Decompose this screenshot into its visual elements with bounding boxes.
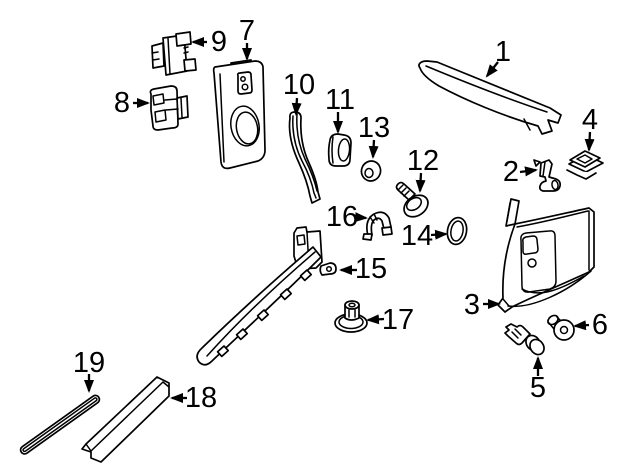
callout-arrow [519,166,538,177]
part-18-sill-scuff-plate [81,376,170,463]
callout-arrow [366,314,385,325]
callout-number[interactable]: 18 [185,382,217,414]
callout-number[interactable]: 15 [355,253,387,285]
callout-arrow [353,212,368,223]
callout-16-spring-clip[interactable]: 16 [326,201,368,233]
callout-13-spacer-ring[interactable]: 13 [358,112,390,159]
callout-6-rivet-clip[interactable]: 6 [573,309,608,341]
callout-number[interactable]: 7 [239,15,255,47]
callout-17-grommet-nut[interactable]: 17 [366,304,414,336]
callout-14-oval-seal[interactable]: 14 [401,220,448,252]
callout-11-grommet-cap[interactable]: 11 [325,84,355,134]
callout-number[interactable]: 11 [325,84,355,116]
callout-3-cowl-side-trim-panel[interactable]: 3 [464,289,501,321]
callout-arrow [485,61,499,78]
callout-number[interactable]: 13 [358,112,390,144]
part-17-grommet-nut [334,300,368,333]
part-10-pillar-welt-strip [288,111,321,204]
part-2-pillar-trim-clip [533,159,562,192]
callout-7-center-pillar-upper-trim[interactable]: 7 [239,15,255,61]
part-3-cowl-side-trim-panel [497,198,595,313]
callout-number[interactable]: 16 [326,201,358,233]
part-1-windshield-pillar-trim [418,60,562,135]
callout-number[interactable]: 9 [211,26,227,58]
callout-number[interactable]: 19 [73,347,105,379]
callout-5-push-pin-clip[interactable]: 5 [530,356,546,404]
part-12-washer-head-screw [395,181,429,218]
callout-9-trim-bracket[interactable]: 9 [191,26,227,58]
part-16-spring-clip [362,211,393,241]
callout-number[interactable]: 3 [464,289,480,321]
callout-number[interactable]: 14 [401,220,433,252]
callout-arrow [291,97,302,116]
part-15-front-sill-plate [196,226,337,366]
callout-12-washer-head-screw[interactable]: 12 [407,145,439,193]
part-13-spacer-ring [360,160,382,182]
part-8-trim-clip [149,85,189,131]
callout-arrow [415,172,426,193]
callout-19-sill-molding-strip[interactable]: 19 [73,347,105,393]
callout-number[interactable]: 12 [407,145,439,177]
part-4-retainer-clip [566,150,604,180]
callout-arrow [368,139,379,159]
callout-15-front-sill-plate[interactable]: 15 [339,253,387,285]
part-9-trim-bracket [151,31,197,76]
callout-18-sill-scuff-plate[interactable]: 18 [170,382,217,414]
callout-arrow [584,131,595,152]
callout-10-pillar-welt-strip[interactable]: 10 [283,69,315,116]
callout-2-pillar-trim-clip[interactable]: 2 [503,156,538,188]
callout-arrow [573,320,590,331]
callout-number[interactable]: 17 [382,304,414,336]
callout-1-windshield-pillar-trim[interactable]: 1 [485,36,511,78]
part-19-sill-molding-strip [19,394,101,455]
callout-8-trim-clip[interactable]: 8 [114,87,150,119]
callout-number[interactable]: 6 [592,309,608,341]
callout-arrow [430,229,448,240]
callout-number[interactable]: 8 [114,87,130,119]
callout-number[interactable]: 10 [283,69,315,101]
part-11-grommet-cap [327,133,352,167]
part-5-push-pin-clip [504,323,545,356]
part-6-rivet-clip [547,314,575,341]
callout-number[interactable]: 5 [530,372,546,404]
part-14-oval-seal [446,216,468,246]
callout-number[interactable]: 4 [582,104,598,136]
callout-number[interactable]: 1 [495,36,511,68]
part-7-center-pillar-upper-trim [212,59,266,170]
callout-4-retainer-clip[interactable]: 4 [582,104,598,152]
callout-number[interactable]: 2 [503,156,519,188]
